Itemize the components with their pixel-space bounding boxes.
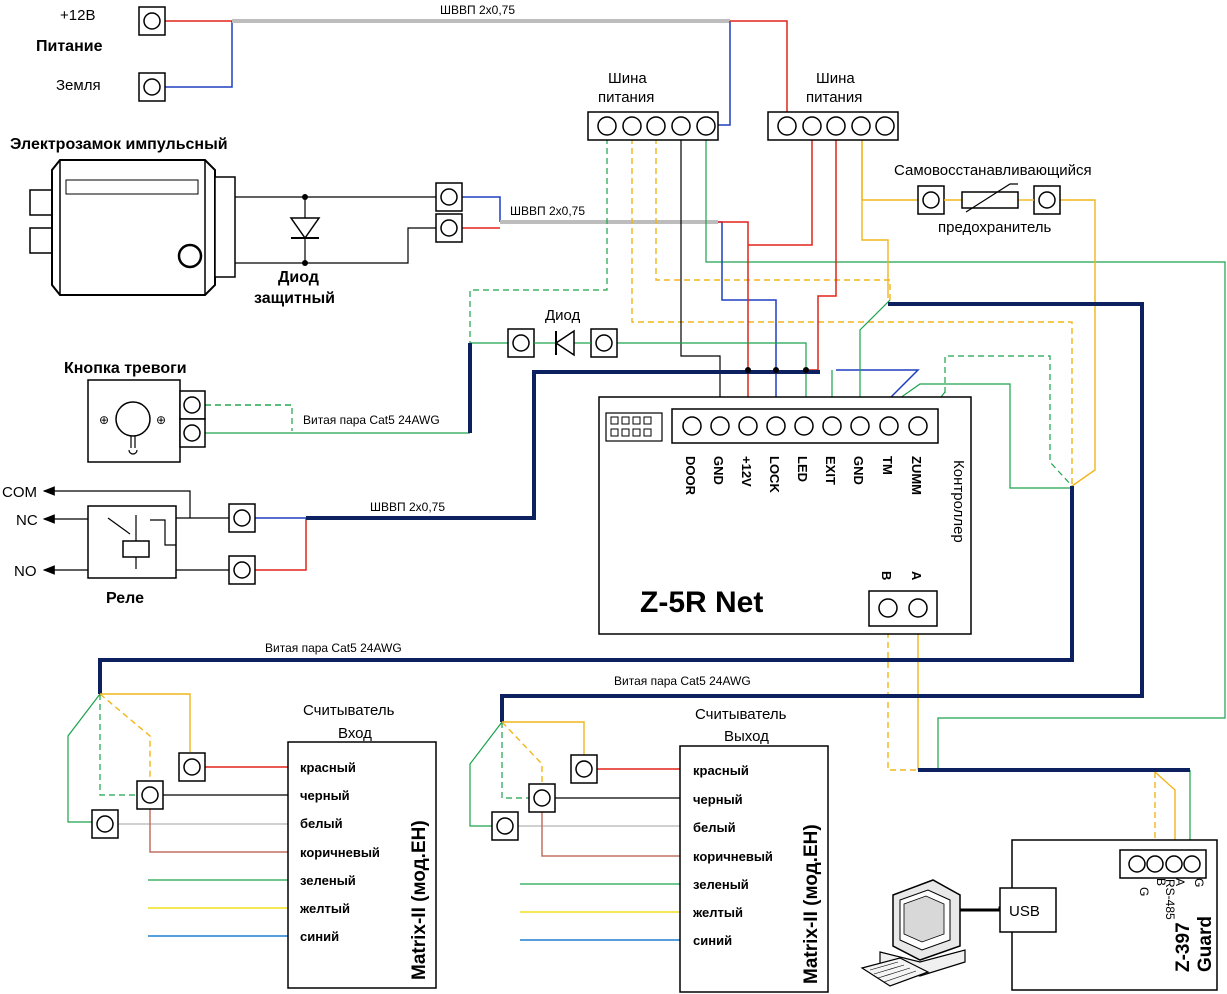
reader-out-wire-white: белый [693, 820, 736, 835]
reader-in-wire-yellow: желтый [299, 901, 350, 916]
pin-zumm: ZUMM [909, 456, 924, 495]
lock-title: Электрозамок импульсный [10, 136, 228, 153]
relay: COM NC NO Реле [2, 484, 229, 607]
reader-out-wire-blue: синий [693, 933, 732, 948]
svg-text:⊕: ⊕ [99, 413, 109, 427]
bus1-label-2: питания [598, 89, 654, 106]
rs-a-label: A [909, 571, 924, 581]
reader-out-wire-green: зеленый [693, 877, 749, 892]
power-bus-2: Шина питания [767, 70, 899, 141]
conv-rs485-label: RS-485 [1163, 879, 1177, 920]
power-bus-1: Шина питания [587, 70, 719, 141]
rs-b-label: B [879, 571, 894, 580]
usb-label: USB [1009, 903, 1040, 920]
relay-no: NO [14, 563, 37, 580]
reader-out-wire-black: черный [693, 792, 743, 807]
pin-tm: TM [880, 456, 895, 475]
reader-out-wire-yellow: желтый [692, 905, 743, 920]
pin-gnd-1: GND [711, 456, 726, 485]
reader-in-wire-white: белый [300, 816, 343, 831]
converter-model-1: Z-397 [1173, 922, 1194, 972]
protective-diode: Диод защитный [254, 197, 335, 307]
reader-in-title-2: Вход [338, 725, 372, 742]
reader-in-title-1: Считыватель [303, 702, 395, 719]
fuse-label-1: Самовосстанавливающийся [894, 162, 1092, 179]
computer-icon [860, 879, 966, 987]
pin-exit: EXIT [823, 456, 838, 485]
diode-protect-label-1: Диод [278, 269, 319, 286]
diode: Диод [534, 307, 591, 357]
controller-name: Z-5R Net [640, 586, 763, 619]
cable-label-lock: ШВВП 2х0,75 [510, 204, 585, 218]
pin-door: DOOR [683, 456, 698, 496]
ground-label: Земля [56, 77, 101, 94]
reader-in-wire-red: красный [300, 760, 356, 775]
alarm-title: Кнопка тревоги [64, 360, 187, 377]
cable-label-relay: ШВВП 2х0,75 [370, 500, 445, 514]
cable-label-out: Витая пара Cat5 24AWG [614, 674, 751, 688]
conv-pin-g-label: G [1137, 887, 1151, 896]
reader-in-wire-brown: коричневый [300, 845, 380, 860]
controller-z5r-net: DOOR GND +12V LOCK LED EXIT GND TM ZUMM … [598, 396, 972, 635]
reader-in-model: Matrix-II (мод.EH) [409, 820, 430, 980]
bus2-label-1: Шина [816, 70, 855, 87]
reader-out-title-1: Считыватель [695, 706, 787, 723]
relay-nc: NC [16, 512, 38, 529]
reader-in: Считыватель Вход красный черный белый ко… [287, 702, 437, 989]
cable-label-button: Витая пара Cat5 24AWG [303, 413, 440, 427]
cable-label-in: Витая пара Cat5 24AWG [265, 641, 402, 655]
pin-12v: +12V [739, 456, 754, 487]
reader-out-wire-red: красный [693, 763, 749, 778]
bus2-label-2: питания [806, 89, 862, 106]
alarm-button: Кнопка тревоги ⊕ ⊕ [64, 360, 206, 463]
converter-z397: USB G B A G RS-485 Z-397 Guard [999, 839, 1218, 991]
converter-model-2: Guard [1195, 916, 1216, 972]
controller-side-label: Контроллер [950, 460, 967, 543]
relay-title: Реле [106, 590, 144, 607]
cable-label-top: ШВВП 2х0,75 [440, 3, 515, 17]
resettable-fuse: Самовосстанавливающийся предохранитель [894, 162, 1092, 236]
reader-in-wire-green: зеленый [300, 873, 356, 888]
conv-pin-g: G [1192, 878, 1206, 887]
diode-label: Диод [545, 307, 581, 324]
pin-lock: LOCK [767, 456, 782, 493]
fuse-label-2: предохранитель [938, 219, 1052, 236]
reader-out: Считыватель Выход красный черный белый к… [679, 706, 829, 993]
pin-led: LED [795, 456, 810, 482]
reader-out-title-2: Выход [724, 728, 769, 745]
reader-out-model: Matrix-II (мод.EH) [801, 824, 822, 984]
diode-protect-label-2: защитный [254, 290, 335, 307]
bus1-label-1: Шина [608, 70, 647, 87]
relay-com: COM [2, 484, 37, 501]
terminals [91, 6, 1061, 841]
svg-text:⊕: ⊕ [156, 413, 166, 427]
conv-pin-b: B [1154, 878, 1168, 886]
electric-lock: Электрозамок импульсный [10, 136, 236, 296]
power-title: Питание [36, 38, 103, 55]
pin-gnd-2: GND [851, 456, 866, 485]
reader-out-wire-brown: коричневый [693, 849, 773, 864]
conv-pin-a: A [1173, 878, 1187, 886]
wires [67, 19, 1226, 941]
reader-in-wire-blue: синий [300, 929, 339, 944]
controller-pin-labels: DOOR GND +12V LOCK LED EXIT GND TM ZUMM [683, 456, 924, 496]
reader-in-wire-black: черный [300, 788, 350, 803]
plus12-label: +12В [60, 7, 95, 24]
